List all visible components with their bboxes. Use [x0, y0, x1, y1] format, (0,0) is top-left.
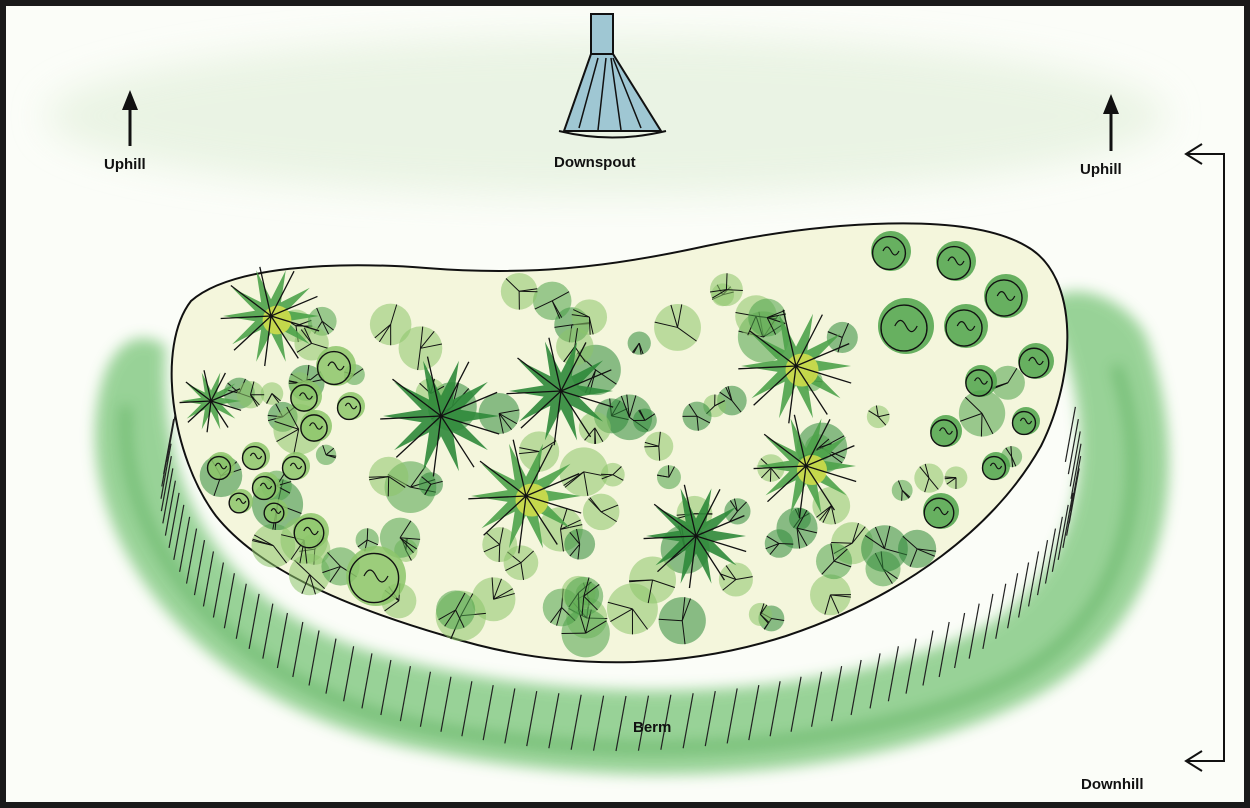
plant-small — [710, 273, 743, 306]
plant-small — [945, 466, 968, 489]
plant-small — [583, 494, 620, 531]
plant-round — [982, 452, 1010, 480]
plant-round — [878, 298, 934, 354]
plant-small — [892, 480, 913, 501]
plant-round — [1018, 343, 1054, 379]
plant-round — [207, 452, 235, 480]
plant-round — [1012, 407, 1040, 435]
plant-round — [936, 241, 976, 281]
plant-small — [816, 543, 852, 579]
plant-small — [633, 408, 657, 432]
plant-small — [629, 556, 676, 603]
plant-small — [682, 402, 711, 431]
plant-round — [871, 231, 911, 271]
downhill-label: Downhill — [1081, 776, 1144, 793]
plant-small — [561, 609, 609, 657]
plant-small — [765, 529, 794, 558]
plant-small — [644, 432, 673, 461]
plant-small — [501, 273, 538, 310]
slope-bracket-arrow-icon — [1186, 144, 1224, 771]
plant-small — [564, 577, 603, 616]
plant-round — [252, 472, 280, 500]
downspout-label: Downspout — [554, 154, 636, 171]
plant-small — [914, 463, 943, 492]
plant-small — [601, 463, 625, 487]
plant-small — [237, 381, 264, 408]
plant-round — [293, 513, 329, 549]
plant-round — [282, 452, 310, 480]
plant-round — [264, 499, 288, 523]
plant-round — [337, 392, 365, 420]
plant-small — [533, 282, 572, 321]
plant-small — [559, 447, 608, 496]
plant-round — [300, 410, 332, 442]
hatch-stroke — [1065, 407, 1075, 462]
plant-round — [346, 546, 406, 606]
plant-small — [436, 590, 475, 629]
uphill-left-label: Uphill — [104, 156, 146, 173]
plant-round — [984, 274, 1028, 318]
plant-small — [659, 597, 706, 644]
plant-small — [749, 603, 772, 626]
plant-small — [867, 405, 890, 428]
plant-round — [229, 489, 253, 513]
plant-round — [965, 365, 997, 397]
plant-small — [399, 326, 443, 370]
plant-small — [564, 529, 595, 560]
plant-small — [898, 530, 936, 568]
plant-small — [316, 445, 336, 465]
plant-round — [923, 493, 959, 529]
berm-label: Berm — [633, 719, 671, 736]
plant-small — [628, 332, 651, 355]
diagram-artwork — [6, 6, 1250, 808]
plant-small — [657, 465, 681, 489]
plant-small — [369, 457, 409, 497]
plant-small — [654, 304, 701, 351]
plant-round — [316, 346, 356, 386]
plant-round — [944, 304, 988, 348]
plant-small — [810, 574, 851, 615]
uphill-right-label: Uphill — [1080, 161, 1122, 178]
plant-round — [242, 442, 270, 470]
plant-small — [479, 393, 520, 434]
plant-round — [930, 415, 962, 447]
plant-round — [290, 380, 322, 412]
plant-small — [419, 472, 443, 496]
plant-small — [827, 322, 858, 353]
plant-small — [959, 390, 1005, 436]
